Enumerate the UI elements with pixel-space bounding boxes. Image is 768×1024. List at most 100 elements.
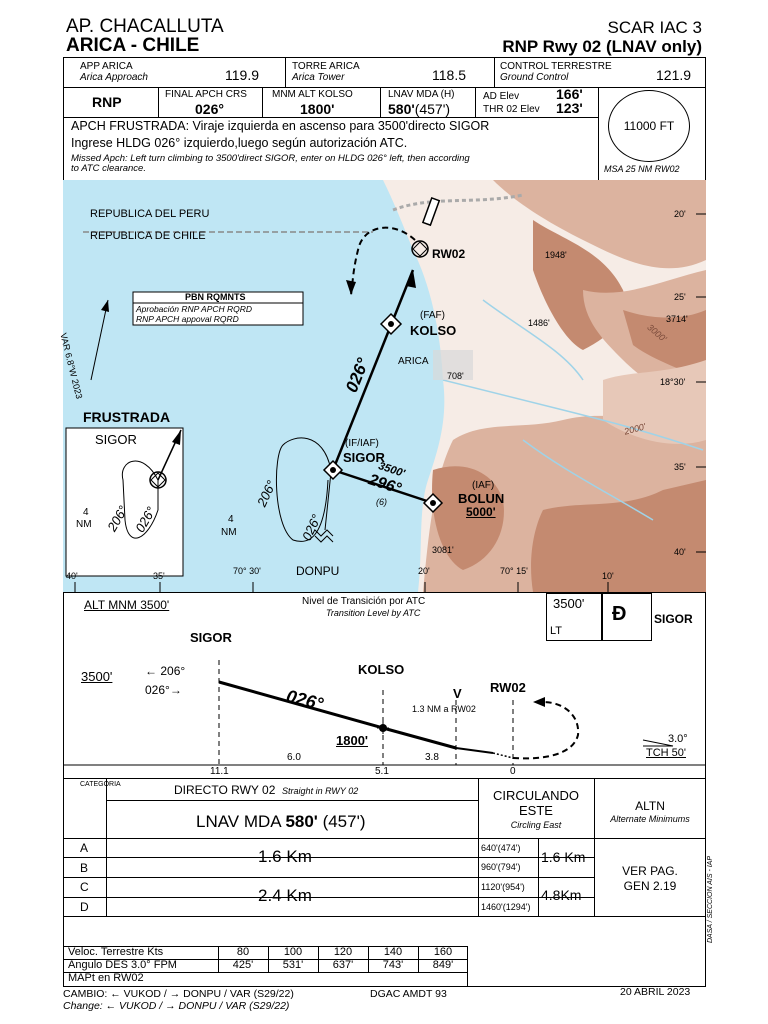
fpm-row-label: Angulo DES 3.0° FPM [68, 959, 177, 971]
lat-20: 20' [674, 209, 686, 219]
msa-value: 11000 FT [623, 119, 675, 133]
lt-label: LT [550, 625, 563, 637]
lon-7015: 70° 15' [500, 566, 528, 576]
missed-en-1: Missed Apch: Left turn climbing to 3500'… [71, 153, 470, 164]
side-label: DASA / SECCION AIS - IAP [707, 855, 714, 943]
profile-kolso: KOLSO [358, 662, 405, 677]
speed-120: 120 [333, 946, 353, 958]
msa-label: MSA 25 NM RW02 [604, 164, 680, 174]
straight-in-es: DIRECTO RWY 02 [174, 783, 276, 797]
fpm-140: 743' [382, 959, 404, 971]
bolun-altitude: 5000' [466, 505, 496, 519]
profile-rw02: RW02 [490, 680, 526, 695]
plan-rw02-label: RW02 [432, 247, 466, 261]
profile-crs-206: ← 206° [145, 664, 186, 678]
plan-kolso-label: KOLSO [410, 323, 457, 338]
circ-alt-d: 1460'(1294') [481, 902, 531, 912]
ad-elev-value: 166' [556, 86, 583, 102]
transition-es: Nivel de Transición por ATC [302, 596, 426, 607]
profile-tch: TCH 50' [646, 747, 686, 759]
transition-en: Transition Level by ATC [326, 608, 421, 618]
donpu-label: DONPU [296, 564, 340, 578]
amendment: DGAC AMDT 93 [370, 988, 447, 1000]
profile-seg-6: 6.0 [287, 752, 301, 763]
twr-frequency: 118.5 [432, 67, 466, 83]
circ-vis-cd: 4.8Km [541, 887, 582, 903]
altn-ref-2: GEN 2.19 [623, 879, 677, 893]
procedure-name: RNP Rwy 02 (LNAV only) [502, 37, 702, 56]
elev-1486: 1486' [528, 318, 550, 328]
lt-altitude: 3500' [553, 596, 585, 611]
speed-160: 160 [433, 946, 453, 958]
thr-elev-label: THR 02 Elev [483, 104, 540, 115]
sigor-fix [322, 459, 344, 481]
min-alt-label: MNM ALT KOLSO [272, 89, 353, 100]
frustrada-label: FRUSTRADA [83, 409, 171, 425]
fpm-160: 849' [432, 959, 454, 971]
lt-box [546, 593, 602, 641]
twr-title: TORRE ARICA [292, 61, 360, 72]
fpm-100: 531' [282, 959, 304, 971]
speed-140: 140 [383, 946, 403, 958]
mapt-row-label: MAPt en RW02 [68, 972, 144, 984]
speed-row-label: Veloc. Terrestre Kts [68, 946, 164, 958]
rw02-fix [411, 240, 429, 258]
chart-date: 20 ABRIL 2023 [620, 986, 691, 998]
lon-40: 40' [66, 571, 78, 581]
terrain-north [493, 180, 706, 269]
cat-c: C [80, 880, 89, 894]
profile-initial-segment [218, 680, 384, 730]
pbn-es: Aprobación RNP APCH RQRD [136, 304, 253, 314]
direct-box [602, 593, 652, 641]
alt-minimum: ALT MNM 3500' [84, 598, 170, 612]
altn-en: Alternate Minimums [610, 814, 690, 824]
mda-height: (457') [414, 101, 451, 117]
cat-d: D [80, 900, 89, 914]
gnd-frequency: 121.9 [656, 67, 692, 83]
bolun-iaf-label: (IAF) [472, 480, 495, 491]
speed-80: 80 [236, 946, 250, 958]
gnd-subtitle: Ground Control [500, 72, 569, 83]
kolso-fix [379, 312, 403, 336]
mda-label: LNAV MDA (H) [388, 89, 455, 100]
min-alt-value: 1800' [300, 101, 335, 117]
fpm-80: 425' [232, 959, 254, 971]
lon-35: 35' [153, 571, 165, 581]
arica-label: ARICA [398, 356, 429, 367]
missed-en-2: to ATC clearance. [71, 163, 146, 174]
faf-label: (FAF) [420, 310, 445, 321]
lat-25: 25' [674, 292, 686, 302]
vis-cd: 2.4 Km [258, 886, 312, 905]
border-peru-label: REPUBLICA DEL PERU [90, 208, 210, 220]
profile-v: V [453, 686, 462, 701]
profile-seg-38: 3.8 [425, 752, 439, 763]
circ-alt-b: 960'(794') [481, 862, 521, 872]
approach-type: RNP [92, 94, 122, 110]
profile-crs-026-small: 026°→ [145, 683, 182, 697]
circ-vis-ab: 1.6 Km [541, 849, 586, 865]
speed-100: 100 [283, 946, 303, 958]
city-name: ARICA - CHILE [66, 35, 200, 56]
change-en: Change: ← VUKOD / → DONPU / VAR (S29/22) [63, 1000, 290, 1012]
elev-1948: 1948' [545, 250, 567, 260]
change-es: CAMBIO: ← VUKOD / → DONPU / VAR (S29/22) [63, 988, 294, 1000]
altn-ref-1: VER PAG. [622, 864, 678, 878]
hold-nm: NM [221, 527, 237, 538]
straight-in-en: Straight in RWY 02 [282, 786, 359, 796]
circ-alt-a: 640'(474') [481, 843, 521, 853]
profile-crs-026-small-val: 026° [145, 683, 170, 697]
lat-35: 35' [674, 462, 686, 472]
direct-d-icon: Ð [612, 603, 627, 625]
altn-es: ALTN [635, 799, 665, 813]
sigor-holding [276, 437, 332, 542]
sigor-inset-fix [149, 471, 167, 489]
elev-3714: 3714' [666, 314, 688, 324]
profile-missed-path [512, 701, 580, 760]
profile-v-note: 1.3 NM a RW02 [412, 704, 476, 714]
plan-view [63, 180, 706, 592]
circ-alt-c: 1120'(954') [481, 882, 525, 892]
profile-dist-0: 0 [510, 766, 516, 777]
lon-20: 20' [418, 566, 430, 576]
lon-ticks [74, 582, 609, 592]
frustrada-holding [121, 460, 159, 539]
